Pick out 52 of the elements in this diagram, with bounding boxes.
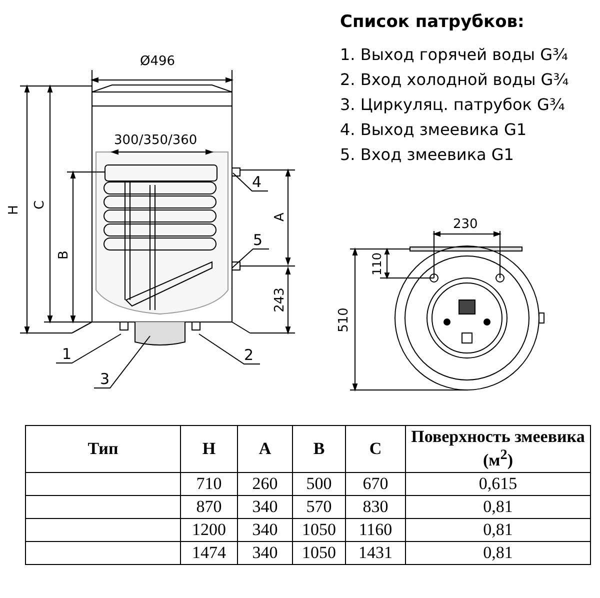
callout-number: 5	[253, 233, 263, 248]
table-cell: 340	[238, 518, 292, 542]
table-cell: 830	[346, 496, 406, 518]
dimension-label: 243	[274, 288, 286, 312]
leader-line	[232, 248, 270, 268]
table-cell: 710	[180, 472, 238, 496]
list-item: 1. Выход горячей воды G¾	[340, 47, 568, 63]
table-header-cell: Поверхность змеевика (м$^{2}$)	[406, 426, 590, 472]
table-cell: 1431	[346, 542, 406, 564]
table-header-cell: C	[346, 426, 406, 472]
table-cell: 500	[292, 472, 346, 496]
table-cell: 670	[346, 472, 406, 496]
dimension-label: 110	[371, 252, 383, 276]
dimension-label: C	[34, 200, 46, 210]
table-cell: 1160	[346, 518, 406, 542]
callout-number: 3	[100, 372, 110, 387]
list-item: 3. Циркуляц. патрубок G¾	[340, 97, 565, 113]
leader-line	[198, 334, 260, 364]
dimension-label: 510	[338, 308, 350, 332]
table-cell: 260	[238, 472, 292, 496]
leader-line	[94, 336, 150, 388]
table-cell: 0,81	[406, 542, 590, 564]
callout-number: 2	[244, 348, 254, 363]
table-header-cell: A	[238, 426, 292, 472]
dimension-label: 230	[453, 218, 478, 231]
table-cell: 1200	[180, 518, 238, 542]
table-cell: 1474	[180, 542, 238, 564]
dimension-label: H	[8, 205, 20, 215]
leader-line	[232, 172, 268, 192]
list-item: 4. Выход змеевика G1	[340, 122, 527, 138]
dimension-label: 300/350/360	[114, 134, 198, 147]
table-cell: 570	[292, 496, 346, 518]
list-heading: Список патрубков:	[340, 14, 524, 31]
callout-number: 1	[62, 347, 72, 362]
dimension-label: Ø496	[140, 55, 176, 68]
list-item: 5. Вход змеевика G1	[340, 147, 514, 163]
list-item: 2. Вход холодной воды G¾	[340, 72, 569, 88]
table-cell: 0,615	[406, 472, 590, 496]
leader-line	[56, 334, 122, 364]
table-cell: 870	[180, 496, 238, 518]
table-cell: 1050	[292, 542, 346, 564]
table-header-cell: Тип	[26, 426, 180, 472]
table-cell: 0,81	[406, 518, 590, 542]
table-cell: 1050	[292, 518, 346, 542]
table-header-cell: H	[180, 426, 238, 472]
callout-number: 4	[252, 175, 262, 190]
table-cell: 340	[238, 496, 292, 518]
table-cell: 340	[238, 542, 292, 564]
dimension-label: B	[58, 250, 70, 260]
table-cell: 0,81	[406, 496, 590, 518]
dimension-label: A	[274, 212, 286, 222]
table-header-cell: B	[292, 426, 346, 472]
